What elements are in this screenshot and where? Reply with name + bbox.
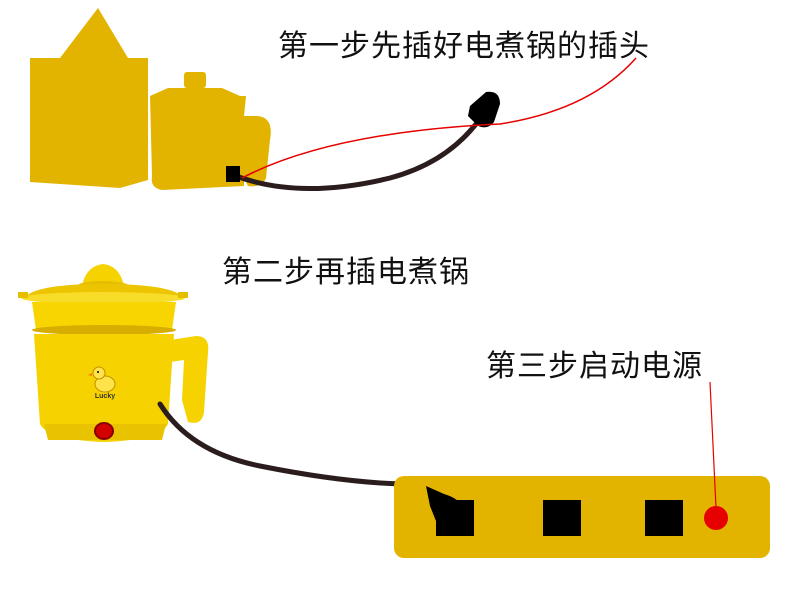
cooker-brand-text: Lucky [95,393,115,400]
electric-cooker: Lucky [18,264,209,442]
socket-3 [645,500,683,536]
step3-indicator-wire [709,381,717,509]
package-box-silhouette [30,8,148,188]
step1-indicator-wire [241,57,637,179]
step1-power-cord [233,113,485,192]
step2-power-cord [157,401,431,487]
step-3-label: 第三步启动电源 [486,349,703,384]
step2-plug [426,486,463,530]
step-1-label: 第一步先插好电煮锅的插头 [278,29,650,64]
duck-logo [88,366,116,393]
cooker-silhouette [150,72,271,190]
power-switch-button [704,506,728,530]
step-2-label: 第二步再插电煮锅 [222,255,470,290]
socket-2 [543,500,581,536]
step1-plug [468,91,500,128]
cooker-power-button [94,422,114,440]
step1-cord-connector [226,166,240,182]
power-strip [394,476,770,558]
